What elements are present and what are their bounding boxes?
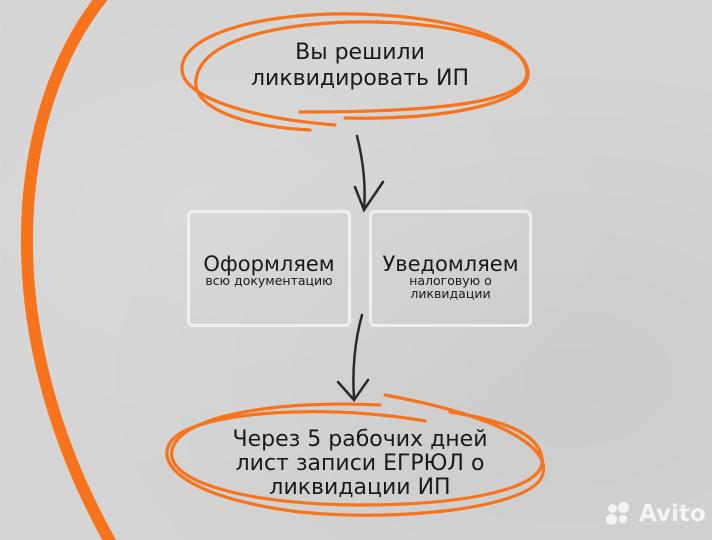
- avito-dots-logo-icon: [606, 502, 636, 526]
- step-subtitle-line: ликвидации: [410, 286, 491, 301]
- step-box-documentation: Оформляем всю документацию: [187, 210, 351, 327]
- step-subtitle-line: всю документацию: [205, 273, 333, 288]
- result-line: Через 5 рабочих дней: [232, 427, 488, 452]
- step-title: Уведомляем: [382, 252, 519, 276]
- avito-wordmark: Avito: [639, 501, 706, 527]
- arrow-down-icon: [336, 313, 370, 403]
- bottom-scribble-ellipse: [165, 393, 546, 517]
- step-subtitle: всю документацию: [190, 274, 348, 287]
- step-subtitle: налоговую о ликвидации: [372, 274, 529, 300]
- start-line: Вы решили: [295, 40, 425, 65]
- step-title: Оформляем: [203, 252, 335, 276]
- step-box-notify-tax: Уведомляем налоговую о ликвидации: [369, 210, 532, 327]
- result-line: ликвидации ИП: [269, 475, 451, 500]
- avito-watermark: Avito: [606, 500, 706, 528]
- step-subtitle-line: налоговую о: [409, 273, 492, 288]
- start-line: ликвидировать ИП: [250, 66, 470, 91]
- top-scribble-ellipse: [180, 12, 530, 132]
- result-node: Через 5 рабочих дней лист записи ЕГРЮЛ о…: [180, 428, 540, 500]
- start-node: Вы решили ликвидировать ИП: [200, 40, 520, 92]
- result-line: лист записи ЕГРЮЛ о: [235, 451, 485, 476]
- decorative-orange-arc: [20, 0, 117, 540]
- arrow-down-icon: [353, 134, 385, 213]
